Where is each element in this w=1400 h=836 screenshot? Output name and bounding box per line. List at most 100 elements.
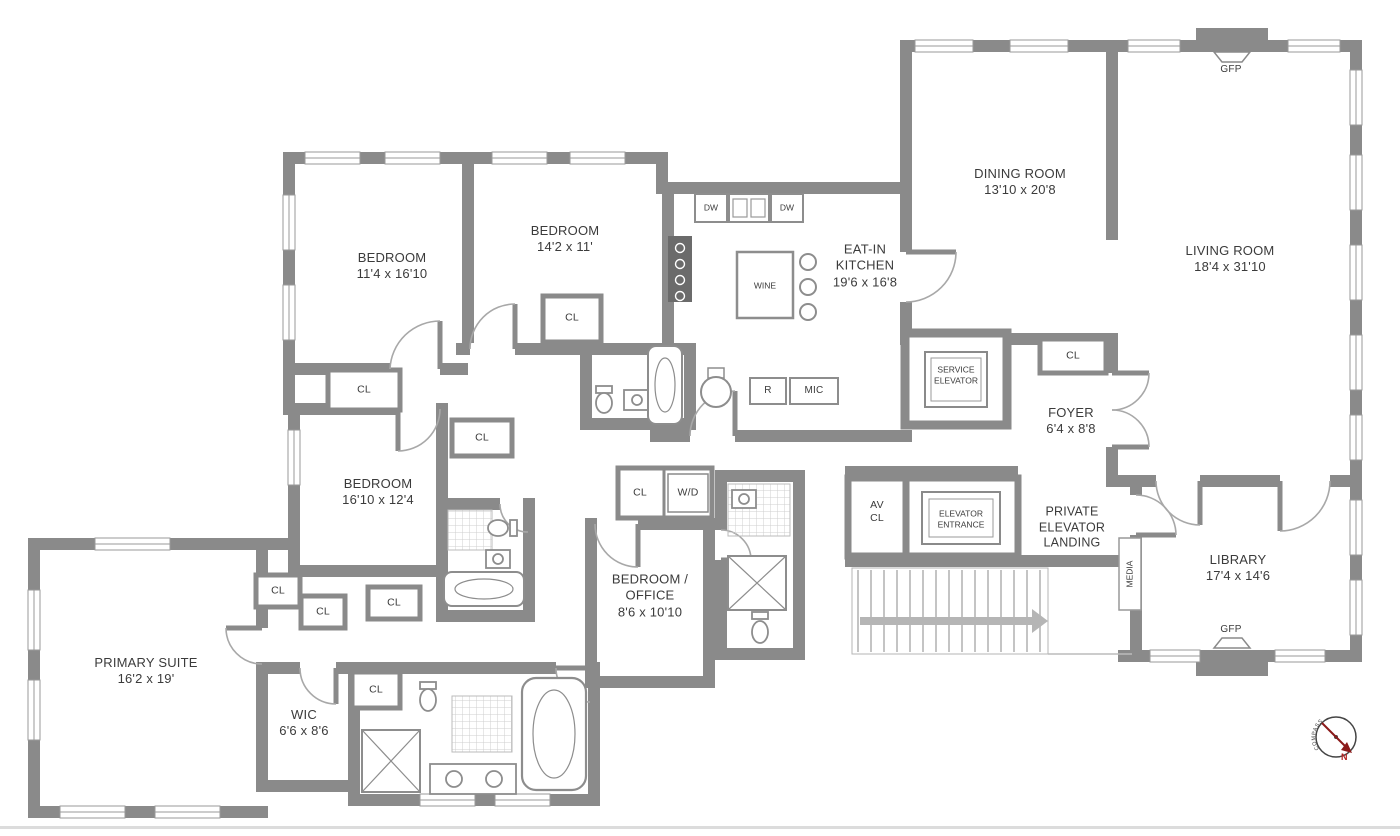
- room-name: BEDROOM /: [611, 571, 689, 587]
- feature-text: W/D: [677, 486, 699, 499]
- label-cl-bedroom2: CL: [565, 311, 579, 324]
- feature-text: CL: [1066, 349, 1080, 362]
- label-dw-1: DW: [704, 203, 718, 214]
- stair-arrow-icon: [1032, 609, 1048, 633]
- label-cl-wic: CL: [369, 683, 383, 696]
- stove-icon: [668, 236, 692, 302]
- feature-text: CL: [633, 486, 647, 499]
- walls-layer: [28, 28, 1362, 818]
- room-dims: 14'2 x 11': [537, 239, 593, 254]
- compass-icon: COMPASS N: [1311, 716, 1357, 762]
- bathtub-icon: [520, 676, 588, 792]
- shower-icon: [727, 555, 787, 611]
- tiled-floor: [451, 695, 513, 753]
- room-name: OFFICE: [625, 587, 675, 603]
- room-name: FOYER: [1048, 404, 1094, 420]
- kitchen-sink-icon: [728, 193, 770, 223]
- room-name: KITCHEN: [835, 257, 895, 273]
- room-dims: 16'10 x 12'4: [342, 492, 414, 507]
- label-av-closet: AV CL: [870, 499, 884, 525]
- label-kitchen: EAT-IN KITCHEN 19'6 x 16'8: [833, 242, 897, 291]
- label-service-elevator: SERVICE ELEVATOR: [934, 364, 978, 385]
- fireplaces: [1212, 51, 1252, 649]
- label-dw-2: DW: [780, 203, 794, 214]
- label-media: MEDIA: [1125, 561, 1136, 588]
- fireplace-icon: [1212, 637, 1252, 649]
- label-cl-foyer: CL: [1066, 349, 1080, 362]
- label-primary-suite: PRIMARY SUITE 16'2 x 19': [94, 655, 197, 688]
- feature-text: R: [764, 384, 772, 396]
- closet: [325, 367, 403, 413]
- room-name: LIBRARY: [1209, 551, 1267, 567]
- room-name: BEDROOM: [343, 475, 413, 491]
- elevator-entrance-cab: [921, 491, 1001, 545]
- feature-text: MIC: [804, 384, 824, 396]
- feature-text: CL: [565, 311, 579, 324]
- bathtub-icon: [647, 345, 683, 425]
- stool-icons: [799, 253, 817, 321]
- windows-layer: [27, 39, 1363, 819]
- room-dims: 17'4 x 14'6: [1205, 568, 1271, 583]
- elevators-layer: [844, 328, 1142, 611]
- closet: [253, 572, 303, 610]
- room-dims: 18'4 x 31'10: [1194, 259, 1266, 274]
- room-name: WIC: [291, 706, 317, 722]
- label-cl-hall-a: CL: [271, 584, 285, 597]
- toilet-icon: [487, 519, 518, 537]
- room-name: PRIVATE: [1045, 504, 1099, 519]
- feature-text: WINE: [753, 280, 777, 291]
- room-name: LIVING ROOM: [1185, 242, 1275, 258]
- label-dining-room: DINING ROOM 13'10 x 20'8: [974, 166, 1066, 199]
- closet: [298, 593, 348, 631]
- feature-text: DW: [779, 202, 795, 213]
- sink-icon: [731, 489, 757, 509]
- feature-text: CL: [387, 596, 401, 609]
- room-dims: 13'10 x 20'8: [984, 182, 1056, 197]
- label-cl-hall-c: CL: [387, 596, 401, 609]
- room-dims: 11'4 x 16'10: [356, 266, 428, 281]
- stair-rail: [860, 617, 1032, 625]
- closet: [540, 293, 604, 345]
- feature-text: CL: [357, 383, 371, 396]
- toilet-icon: [595, 385, 613, 414]
- sink-icon: [485, 549, 511, 569]
- feature-text: AV: [870, 498, 884, 511]
- label-foyer: FOYER 6'4 x 8'8: [1046, 405, 1095, 438]
- feature-text: CL: [870, 512, 884, 524]
- feature-text: GFP: [1220, 623, 1242, 635]
- north-label: N: [1341, 752, 1348, 762]
- label-bedroom-3: BEDROOM 16'10 x 12'4: [342, 476, 414, 509]
- dishwasher-icon: [694, 193, 728, 223]
- label-refrigerator: R: [764, 385, 771, 398]
- sink-icon: [623, 389, 651, 411]
- stair-treads: [857, 570, 1041, 652]
- label-microwave: MIC: [805, 385, 824, 398]
- toilet-icon: [751, 611, 769, 644]
- feature-text: CL: [475, 431, 489, 444]
- label-library: LIBRARY 17'4 x 14'6: [1206, 552, 1270, 585]
- feature-text: CL: [271, 584, 285, 597]
- feature-text: ELEVATOR: [934, 375, 978, 385]
- label-living-room: LIVING ROOM 18'4 x 31'10: [1186, 243, 1275, 276]
- microwave-icon: [789, 377, 839, 405]
- feature-text: DW: [703, 202, 719, 213]
- feature-text: CL: [369, 683, 383, 696]
- bathroom-fixtures: [361, 345, 791, 795]
- label-wine: WINE: [754, 281, 776, 292]
- room-dims: 6'4 x 8'8: [1046, 421, 1096, 436]
- room-name: ELEVATOR: [1038, 520, 1106, 535]
- doors-layer: [225, 249, 1331, 705]
- closet: [365, 584, 423, 622]
- tiled-floor: [447, 509, 493, 551]
- door-leaves: [226, 249, 1283, 704]
- closet: [449, 417, 515, 459]
- washer-dryer-icon: [667, 473, 709, 513]
- bathtub-icon: [443, 571, 525, 607]
- label-cl-bedroom1: CL: [357, 383, 371, 396]
- label-wic: WIC 6'6 x 8'6: [279, 707, 328, 740]
- room-dims: 6'6 x 8'6: [279, 723, 329, 738]
- table-icon: [700, 376, 732, 408]
- kitchen-island: [735, 250, 795, 320]
- closet: [349, 669, 403, 711]
